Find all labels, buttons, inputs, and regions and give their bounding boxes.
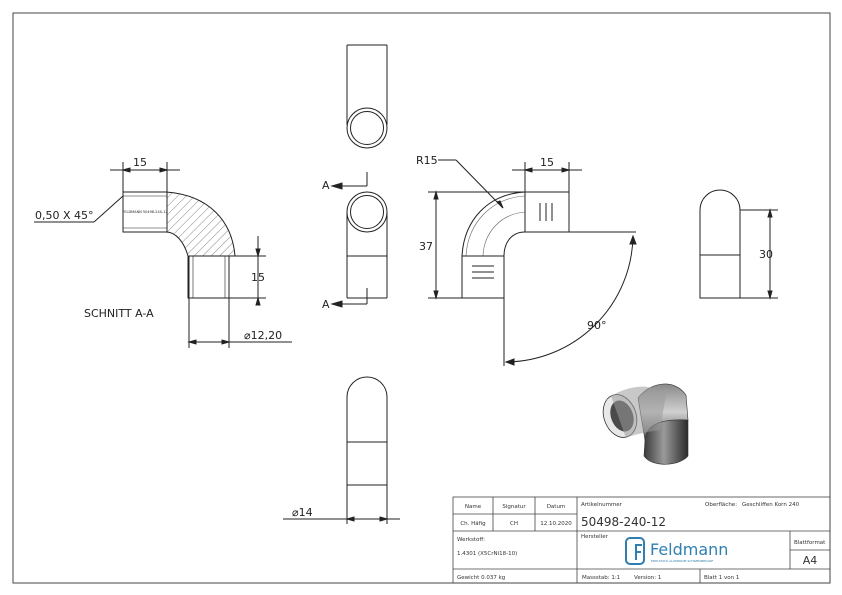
section-dim-diameter: ⌀12,20 [244,329,282,342]
cut-label-bottom: A [322,298,330,311]
cut-label-top: A [322,179,330,192]
tb-version: Version: 1 [634,575,661,581]
side-view [428,159,637,366]
iso-render [602,383,689,465]
brand-logo: Feldmann EDELSTAHL ALUMINIUM SCHWEIßBEDA… [625,537,728,565]
side-radius: R15 [416,154,438,167]
tb-label-blattformat: Blattformat [794,540,826,546]
tb-label-werkstoff: Werkstoff: [457,537,485,543]
tb-gewicht: Gewicht 0.037 kg [457,575,505,581]
tb-label-hersteller: Hersteller [581,534,609,540]
side-angle: 90° [587,319,607,332]
tb-label-oberflaeche: Oberfläche: [705,502,737,508]
right-dim-height: 30 [759,248,773,261]
brand-name: Feldmann [650,540,728,559]
tb-header-name: Name [465,504,482,510]
top-view [346,44,388,149]
tb-blattformat: A4 [803,554,818,567]
tb-blatt: Blatt 1 von 1 [704,575,739,581]
title-block [452,496,831,584]
tb-label-artikel: Artikelnummer [581,502,623,508]
right-view [699,189,778,300]
engraving-text: FELDMANN 50498-240-12 [122,210,167,214]
section-view [34,162,292,348]
section-title: SCHNITT A-A [84,307,154,320]
tb-artikel: 50498-240-12 [581,515,666,529]
tb-header-datum: Datum [547,504,566,510]
tb-werkstoff: 1.4301 (X5CrNi18-10) [457,551,517,557]
section-socket [122,191,168,233]
bottom-dim-diameter: ⌀14 [292,506,313,519]
side-dim-width: 15 [540,156,554,169]
section-dim-width: 15 [133,156,147,169]
front-view [330,172,388,308]
bottom-view [283,376,400,524]
tb-header-signatur: Signatur [502,504,526,510]
section-dim-height: 15 [251,271,265,284]
tb-signatur: CH [510,521,518,527]
sheet-border [12,12,831,584]
tb-datum: 12.10.2020 [540,521,572,527]
tb-oberflaeche: Geschliffen Korn 240 [742,502,800,508]
brand-tagline: EDELSTAHL ALUMINIUM SCHWEIßBEDARF [651,559,714,563]
side-dim-height: 37 [419,240,433,253]
tb-name: Ch. Häfig [460,521,485,527]
section-bottom-socket [188,255,230,299]
chamfer-label: 0,50 X 45° [35,209,94,222]
tb-massstab: Massstab: 1:1 [582,575,620,581]
